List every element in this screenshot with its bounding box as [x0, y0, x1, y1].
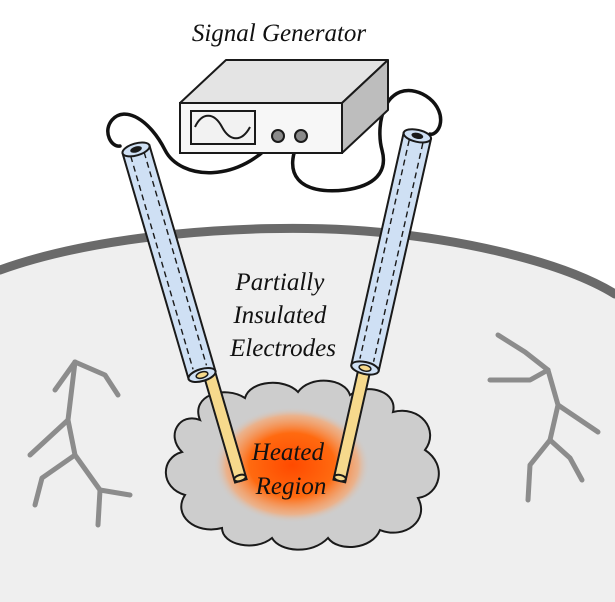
left-electrode — [121, 141, 248, 484]
signal-generator-label: Signal Generator — [192, 20, 367, 47]
heated-glow — [214, 407, 370, 523]
right-electrode — [332, 128, 433, 484]
right-electrode-tip-end — [333, 473, 347, 483]
generator-knob-left[interactable] — [271, 129, 285, 143]
electrodes-label-line-3: Electrodes — [229, 335, 336, 362]
vessel-left — [27, 359, 133, 528]
generator-knob-right[interactable] — [294, 129, 308, 143]
left-cable — [106, 112, 280, 175]
sine-wave-icon — [194, 114, 251, 140]
electrodes-label-line-1: Partially — [234, 269, 325, 296]
right-cable — [290, 88, 443, 193]
tissue-surface-edge — [0, 223, 615, 299]
electrodes-label: Partially Insulated Electrodes — [229, 269, 336, 362]
left-electrode-tip-end — [233, 473, 247, 483]
heated-region-label-line-1: Heated — [251, 439, 325, 466]
heated-region-label: Heated Region — [251, 439, 330, 500]
vessel-right — [487, 332, 601, 503]
electrodes-label-line-2: Insulated — [232, 302, 327, 329]
signal-generator — [179, 59, 389, 154]
heated-region-label-line-2: Region — [255, 473, 327, 500]
